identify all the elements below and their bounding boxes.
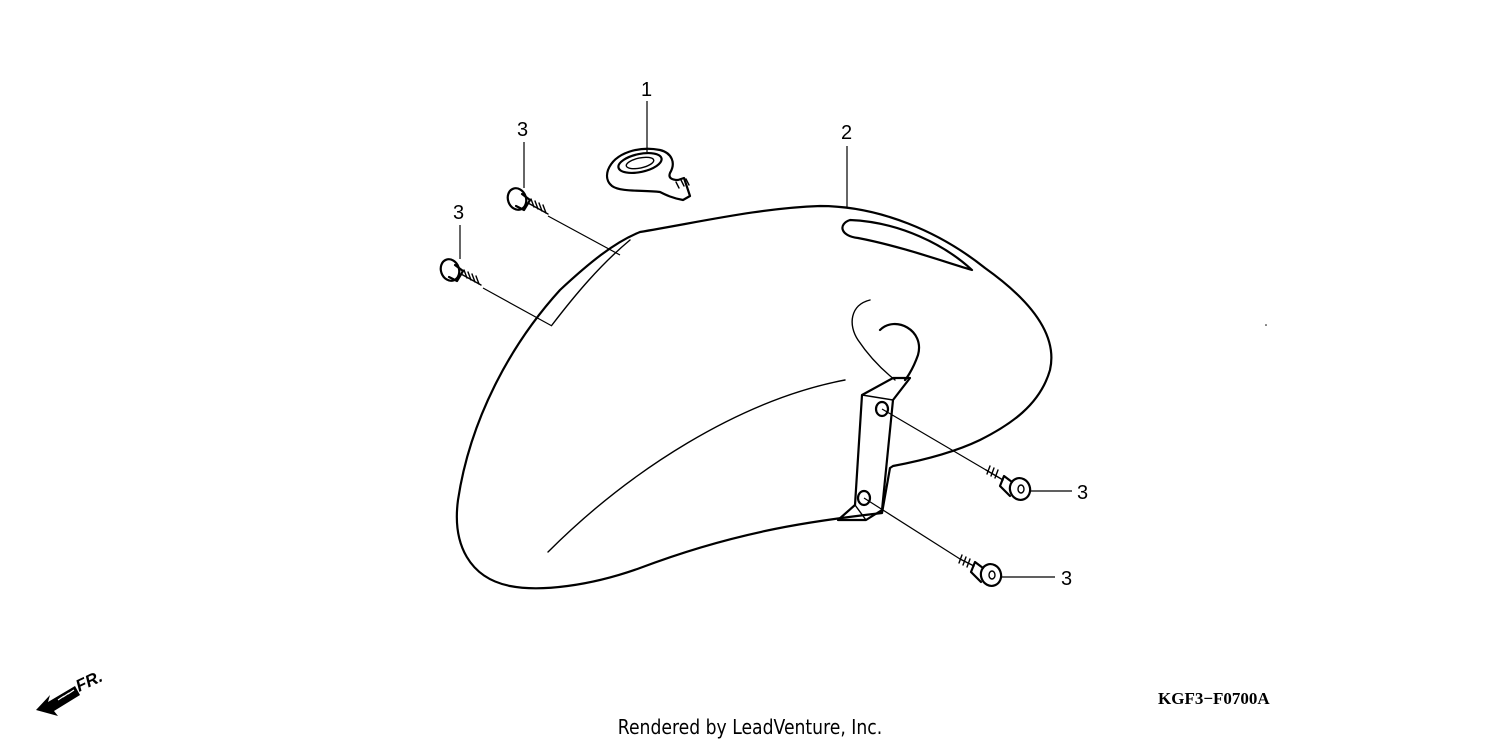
- callout-3-right-upper: 3: [1077, 482, 1088, 504]
- callout-3-right-lower: 3: [1061, 568, 1072, 590]
- callout-3-left: 3: [453, 202, 464, 224]
- screw-right-upper[interactable]: [985, 465, 1033, 503]
- front-direction-indicator: FR.: [36, 667, 106, 716]
- callout-2: 2: [841, 122, 852, 144]
- callout-3-upper-left: 3: [517, 119, 528, 141]
- leader-lines: [459, 101, 1072, 578]
- clip-part[interactable]: [605, 147, 692, 202]
- speck: [1265, 324, 1267, 326]
- render-credit: Rendered by LeadVenture, Inc.: [617, 715, 883, 739]
- front-fender-part[interactable]: [455, 204, 1053, 590]
- screw-upper-left[interactable]: [505, 186, 549, 215]
- screw-left[interactable]: [438, 257, 482, 286]
- screw-right-lower[interactable]: [958, 554, 1004, 589]
- callout-1: 1: [641, 79, 652, 101]
- diagram-code: KGF3−F0700A: [1158, 689, 1270, 708]
